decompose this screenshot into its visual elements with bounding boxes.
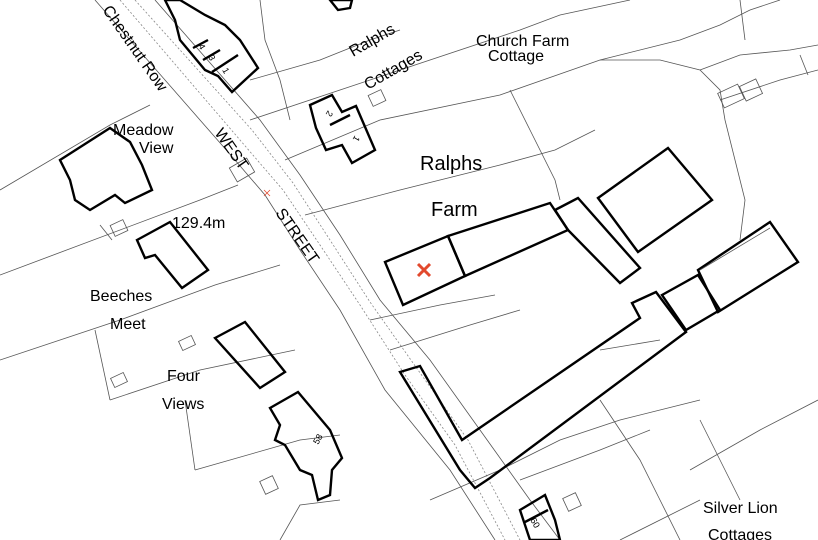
building-ralphs-cottages [308,93,377,165]
building-ralphs-farm-wing [553,196,642,285]
label-beeches-meet-2: Meet [110,316,146,333]
house-number-60: 60 [528,516,542,530]
label-church-farm-2: Cottage [488,48,544,65]
label-ralphs-farm-1: Ralphs [420,153,482,175]
label-four-views-1: Four [167,368,201,385]
house-number-2: 2 [324,109,335,118]
house-number-4: 4 [196,42,207,51]
building-spot-house [135,220,210,290]
building-large-barn [398,290,688,490]
label-meadow-view-2: View [139,140,174,157]
label-beeches-meet-1: Beeches [90,288,152,305]
label-west-street-1: WEST [211,126,252,174]
building-four-views [213,320,287,390]
label-meadow-view-1: Meadow [113,122,174,139]
label-ralphs-cottages-2: Cottages [362,47,426,94]
house-numbers: 4 3 1 2 1 58 60 [196,42,542,530]
label-silver-lion-2: Cottages [708,527,772,540]
buildings [58,0,800,540]
label-four-views-2: Views [162,396,204,413]
building-58 [268,390,344,502]
label-ralphs-farm-2: Farm [431,199,478,221]
cross-marker-icon [416,262,432,278]
label-spot-height: 129.4m [172,215,225,232]
label-ralphs-cottages-1: Ralphs [347,21,399,61]
building-60 [518,493,562,540]
building-east-shed [660,273,722,332]
house-number-3: 3 [206,53,217,62]
house-number-1b: 1 [351,134,362,143]
building-terrace-top [163,0,260,94]
house-number-1: 1 [220,66,231,75]
building-square-shed [596,146,714,254]
label-chestnut-row: Chestnut Row [99,3,171,95]
label-silver-lion-1: Silver Lion [703,500,778,517]
building-meadow-view [58,126,154,212]
spot-height-cross-icon [263,189,271,197]
label-west-street-2: STREET [272,206,322,268]
house-number-58: 58 [311,432,325,446]
building-long-shed [696,220,800,314]
label-church-farm-1: Church Farm [476,33,569,50]
